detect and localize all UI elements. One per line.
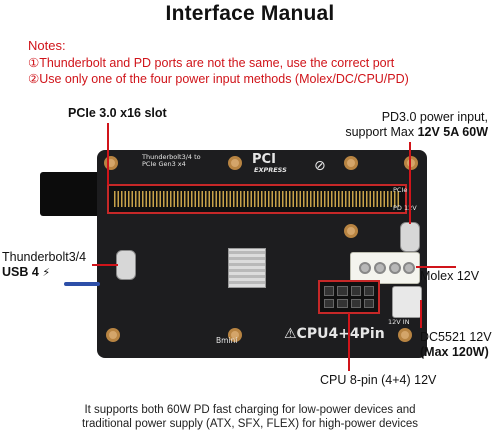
board-silk-model: Thunderbolt3/4 to PCIe Gen3 x4 bbox=[142, 153, 201, 168]
footer-line2: traditional power supply (ATX, SFX, FLEX… bbox=[82, 418, 418, 430]
note-item: ①Thunderbolt and PD ports are not the sa… bbox=[28, 55, 395, 70]
notes-heading: Notes: bbox=[28, 38, 66, 53]
silk-pd: PD 12V bbox=[393, 204, 417, 212]
label-pd-input: PD3.0 power input, support Max 12V 5A 60… bbox=[338, 110, 488, 140]
cpu-8pin-connector bbox=[318, 280, 380, 314]
leader-pd bbox=[409, 142, 411, 224]
pd-label-line1: PD3.0 power input, bbox=[381, 110, 488, 124]
mount-hole bbox=[228, 156, 242, 170]
page-title: Interface Manual bbox=[165, 2, 335, 25]
dc-line1: DC5521 12V bbox=[420, 330, 492, 344]
leader-cpu bbox=[348, 313, 350, 371]
footer-line1: It supports both 60W PD fast charging fo… bbox=[84, 404, 416, 416]
mount-hole bbox=[106, 328, 120, 342]
label-pcie-slot: PCIe 3.0 x16 slot bbox=[68, 106, 167, 120]
usb-cable-icon bbox=[64, 282, 100, 286]
heatsink-chip bbox=[228, 248, 266, 288]
molex-connector bbox=[350, 252, 420, 284]
thunderbolt-bolt-icon: ⚡ bbox=[42, 267, 51, 279]
dc-line2: (Max 120W) bbox=[420, 345, 489, 359]
pd-label-line2: support Max 12V 5A 60W bbox=[345, 125, 488, 139]
pci-logo: PCI bbox=[252, 152, 276, 167]
slot-contacts bbox=[114, 191, 400, 207]
thunderbolt-port bbox=[116, 250, 136, 280]
thunderbolt-line2: USB 4 ⚡ bbox=[2, 265, 51, 279]
silk-pcie: PCIe bbox=[393, 186, 408, 194]
mount-hole bbox=[404, 156, 418, 170]
leader-dc bbox=[420, 300, 422, 328]
mount-hole bbox=[344, 156, 358, 170]
silk-cpu: ⚠CPU4+4Pin bbox=[284, 326, 385, 342]
dc5521-jack bbox=[392, 286, 422, 318]
note-item: ②Use only one of the four power input me… bbox=[28, 72, 409, 86]
thunderbolt-line1: Thunderbolt3/4 bbox=[2, 250, 87, 264]
mount-hole bbox=[398, 328, 412, 342]
label-cpu: CPU 8-pin (4+4) 12V bbox=[320, 373, 437, 387]
label-thunderbolt: Thunderbolt3/4 USB 4 ⚡ bbox=[2, 250, 86, 281]
mount-hole bbox=[228, 328, 242, 342]
footer-text: It supports both 60W PD fast charging fo… bbox=[0, 403, 500, 431]
label-dc: DC5521 12V (Max 120W) bbox=[420, 330, 492, 360]
mount-hole bbox=[344, 224, 358, 238]
express-logo: EXPRESS bbox=[254, 166, 287, 174]
leader-molex bbox=[416, 266, 456, 268]
pd-logo-icon: ⊘ bbox=[314, 158, 326, 174]
silk-12v-in: 12V IN bbox=[388, 318, 410, 326]
leader-thunderbolt bbox=[92, 264, 118, 266]
notes: Notes: ①Thunderbolt and PD ports are not… bbox=[28, 38, 409, 88]
pd-port bbox=[400, 222, 420, 252]
silk-brand: Bmini bbox=[216, 336, 238, 345]
leader-pcie bbox=[107, 123, 109, 185]
label-molex: Molex 12V bbox=[420, 269, 480, 283]
